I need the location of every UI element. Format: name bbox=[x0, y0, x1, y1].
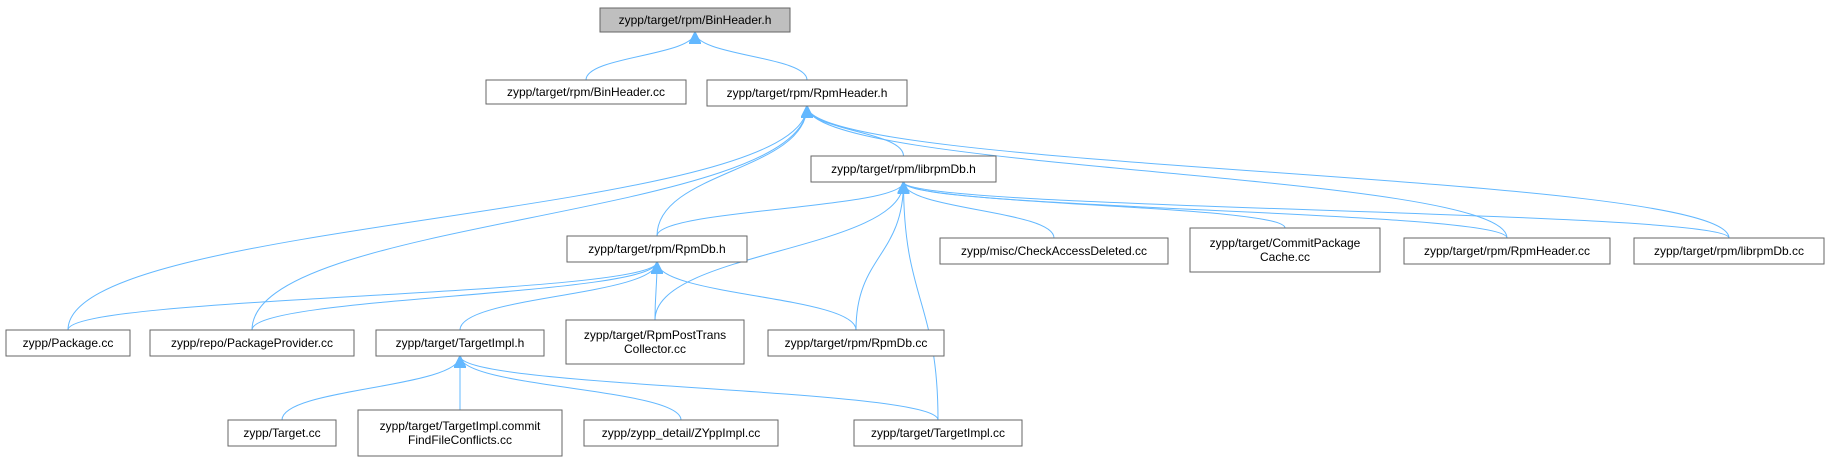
node-box bbox=[1403, 237, 1611, 265]
edge-rpmheader-cc-to-rpmheader-h bbox=[807, 106, 1508, 239]
edge-checkaccess-to-librpmdb-h bbox=[904, 181, 1055, 239]
node-label: zypp/target/rpm/librpmDb.h bbox=[831, 162, 976, 176]
node-box bbox=[1633, 237, 1825, 265]
edge-posttrans-to-librpmdb-h bbox=[654, 182, 904, 321]
node-binheader-h[interactable]: zypp/target/rpm/BinHeader.h bbox=[599, 7, 791, 33]
node-label: zypp/target/rpm/RpmHeader.h bbox=[727, 86, 888, 100]
node-label: zypp/target/rpm/RpmDb.h bbox=[588, 242, 725, 256]
node-label: zypp/target/TargetImpl.cc bbox=[871, 426, 1005, 440]
node-checkaccess[interactable]: zypp/misc/CheckAccessDeleted.cc bbox=[939, 237, 1169, 265]
node-binheader-cc[interactable]: zypp/target/rpm/BinHeader.cc bbox=[485, 79, 687, 105]
node-label: zypp/Target.cc bbox=[243, 426, 320, 440]
edge-rpmdb-cc-to-rpmdb-h bbox=[657, 261, 857, 331]
node-label: zypp/target/rpm/librpmDb.cc bbox=[1654, 244, 1804, 258]
node-box bbox=[357, 409, 563, 457]
node-label: zypp/misc/CheckAccessDeleted.cc bbox=[961, 244, 1147, 258]
node-label: zypp/target/rpm/RpmDb.cc bbox=[785, 336, 928, 350]
edge-rpmheader-cc-to-librpmdb-h bbox=[904, 181, 1508, 239]
edge-zyppimpl-to-targetimpl-h bbox=[460, 355, 682, 421]
node-box bbox=[706, 79, 908, 107]
node-box bbox=[485, 79, 687, 105]
node-label: zypp/target/rpm/BinHeader.cc bbox=[507, 85, 665, 99]
node-box bbox=[810, 155, 997, 183]
node-commitfind[interactable]: zypp/target/TargetImpl.commitFindFileCon… bbox=[357, 409, 563, 457]
node-box bbox=[566, 235, 748, 263]
node-librpmdb-cc[interactable]: zypp/target/rpm/librpmDb.cc bbox=[1633, 237, 1825, 265]
node-box bbox=[227, 419, 337, 447]
edge-target-cc-to-targetimpl-h bbox=[281, 355, 460, 421]
node-label: Cache.cc bbox=[1260, 250, 1310, 264]
node-target-cc[interactable]: zypp/Target.cc bbox=[227, 419, 337, 447]
node-librpmdb-h[interactable]: zypp/target/rpm/librpmDb.h bbox=[810, 155, 997, 183]
node-rpmheader-h[interactable]: zypp/target/rpm/RpmHeader.h bbox=[706, 79, 908, 107]
node-rpmheader-cc[interactable]: zypp/target/rpm/RpmHeader.cc bbox=[1403, 237, 1611, 265]
node-package-cc[interactable]: zypp/Package.cc bbox=[5, 329, 131, 357]
node-label: zypp/target/CommitPackage bbox=[1210, 236, 1361, 250]
node-label: zypp/zypp_detail/ZYppImpl.cc bbox=[602, 426, 761, 440]
edge-rpmheader-h-to-binheader-h bbox=[695, 31, 808, 81]
node-box bbox=[1189, 227, 1381, 273]
node-box bbox=[565, 319, 745, 365]
node-label: zypp/target/RpmPostTrans bbox=[584, 328, 726, 342]
node-box bbox=[853, 419, 1023, 447]
node-targetimpl-h[interactable]: zypp/target/TargetImpl.h bbox=[375, 329, 545, 357]
node-box bbox=[599, 7, 791, 33]
node-rpmdb-h[interactable]: zypp/target/rpm/RpmDb.h bbox=[566, 235, 748, 263]
edge-librpmdb-h-to-rpmheader-h bbox=[807, 105, 904, 157]
node-box bbox=[375, 329, 545, 357]
node-label: zypp/repo/PackageProvider.cc bbox=[171, 336, 333, 350]
nodes-layer: zypp/target/rpm/BinHeader.h zypp/target/r… bbox=[5, 7, 1825, 457]
edges-layer bbox=[67, 31, 1730, 421]
node-box bbox=[939, 237, 1169, 265]
node-pkgprovider[interactable]: zypp/repo/PackageProvider.cc bbox=[149, 329, 355, 357]
node-label: zypp/target/rpm/RpmHeader.cc bbox=[1424, 244, 1590, 258]
edge-rpmdb-h-to-librpmdb-h bbox=[656, 181, 904, 237]
edge-targetimpl-cc-to-librpmdb-h bbox=[904, 182, 939, 421]
node-box bbox=[767, 329, 945, 357]
edge-targetimpl-h-to-rpmdb-h bbox=[459, 261, 657, 331]
edge-librpmdb-cc-to-librpmdb-h bbox=[904, 181, 1730, 239]
edge-package-cc-to-rpmdb-h bbox=[67, 261, 657, 331]
node-label: zypp/target/TargetImpl.commit bbox=[380, 419, 541, 433]
edge-pkgprovider-to-rpmheader-h bbox=[251, 106, 807, 331]
edge-rpmdb-h-to-rpmheader-h bbox=[656, 106, 807, 237]
node-rpmdb-cc[interactable]: zypp/target/rpm/RpmDb.cc bbox=[767, 329, 945, 357]
node-box bbox=[583, 419, 779, 447]
node-zyppimpl[interactable]: zypp/zypp_detail/ZYppImpl.cc bbox=[583, 419, 779, 447]
edge-pkgprovider-to-rpmdb-h bbox=[251, 261, 657, 331]
node-box bbox=[5, 329, 131, 357]
edge-rpmdb-cc-to-librpmdb-h bbox=[855, 182, 904, 331]
node-box bbox=[149, 329, 355, 357]
node-targetimpl-cc[interactable]: zypp/target/TargetImpl.cc bbox=[853, 419, 1023, 447]
edge-targetimpl-cc-to-targetimpl-h bbox=[460, 355, 939, 421]
edge-binheader-cc-to-binheader-h bbox=[585, 31, 695, 81]
node-label: zypp/target/TargetImpl.h bbox=[396, 336, 525, 350]
node-label: zypp/target/rpm/BinHeader.h bbox=[619, 13, 772, 27]
edge-package-cc-to-rpmheader-h bbox=[67, 106, 807, 331]
node-label: zypp/Package.cc bbox=[23, 336, 114, 350]
node-label: FindFileConflicts.cc bbox=[408, 433, 512, 447]
node-label: Collector.cc bbox=[624, 342, 686, 356]
edge-librpmdb-cc-to-rpmheader-h bbox=[807, 106, 1730, 239]
